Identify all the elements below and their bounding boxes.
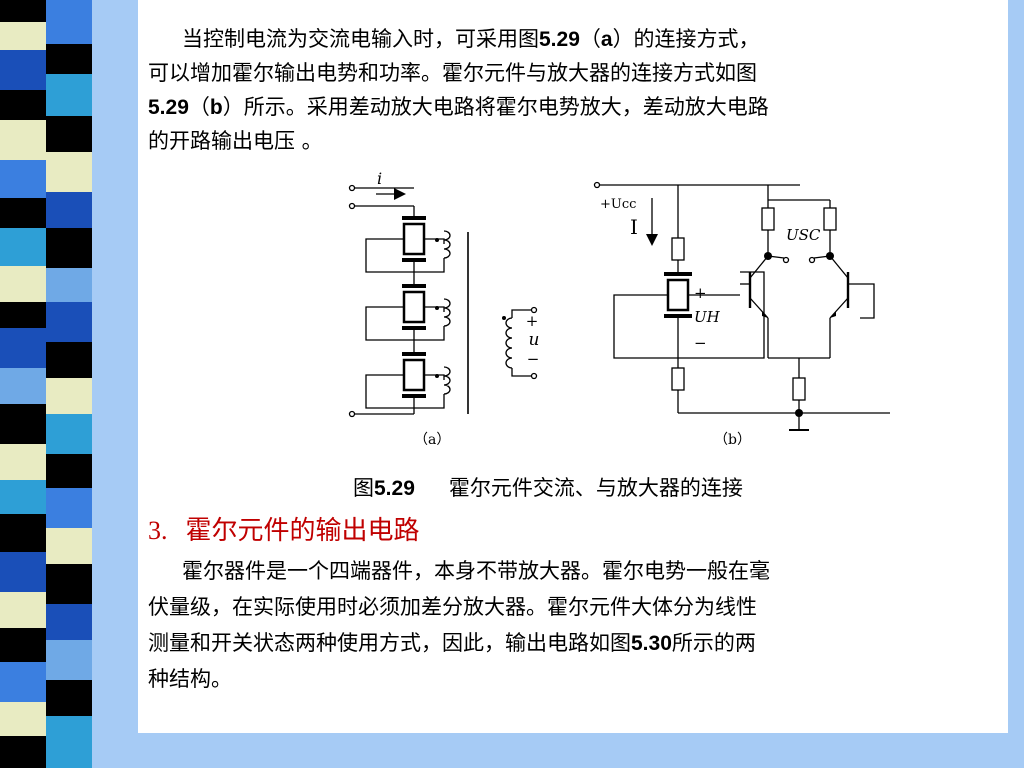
paragraph-1-line-3: 5.29（b）所示。采用差动放大电路将霍尔电势放大，差动放大电路: [148, 95, 769, 119]
paragraph-1-line-4: 的开路输出电压 。: [148, 129, 323, 153]
figure-a-output-label: u: [529, 330, 540, 350]
figure-a-sublabel: （a）: [414, 432, 450, 448]
paragraph-2-line-3: 测量和开关状态两种使用方式，因此，输出电路如图5.30所示的两: [148, 631, 756, 655]
paragraph-2-line-1: 霍尔器件是一个四端器件，本身不带放大器。霍尔电势一般在毫: [182, 559, 770, 583]
figure-a-circuit: i + u − （a）: [348, 169, 540, 448]
strip-column-right: [46, 0, 92, 768]
figure-b-sublabel: （b）: [714, 432, 751, 448]
paragraph-2-line-2: 伏量级，在实际使用时必须加差分放大器。霍尔元件大体分为线性: [148, 595, 757, 619]
figure-a-output-plus: +: [526, 312, 539, 330]
slide-content: 当控制电流为交流电输入时，可采用图5.29（a）的连接方式， 可以增加霍尔输出电…: [138, 0, 1008, 733]
figure-b-uh-label: UH: [694, 308, 721, 326]
paragraph-2-line-4: 种结构。: [148, 667, 232, 691]
figure-b-uh-plus: +: [694, 284, 707, 302]
section-heading: 3.霍尔元件的输出电路: [148, 516, 420, 546]
paragraph-1-line-2: 可以增加霍尔输出电势和功率。霍尔元件与放大器的连接方式如图: [148, 61, 757, 85]
figure-b-usc-label: USC: [786, 226, 821, 244]
figure-b-circuit: +Ucc I USC + UH − （b）: [593, 181, 890, 448]
figure-b-current-label: I: [630, 215, 638, 239]
decorative-strip: [0, 0, 118, 768]
paragraph-1-line-1: 当控制电流为交流电输入时，可采用图5.29（a）的连接方式，: [182, 27, 760, 51]
figure-b-uh-minus: −: [694, 334, 707, 352]
strip-column-left: [0, 0, 46, 768]
figure-a-output-minus: −: [527, 350, 540, 368]
figure-a-current-label: i: [377, 169, 382, 188]
figure-b-supply-label: +Ucc: [600, 197, 636, 212]
